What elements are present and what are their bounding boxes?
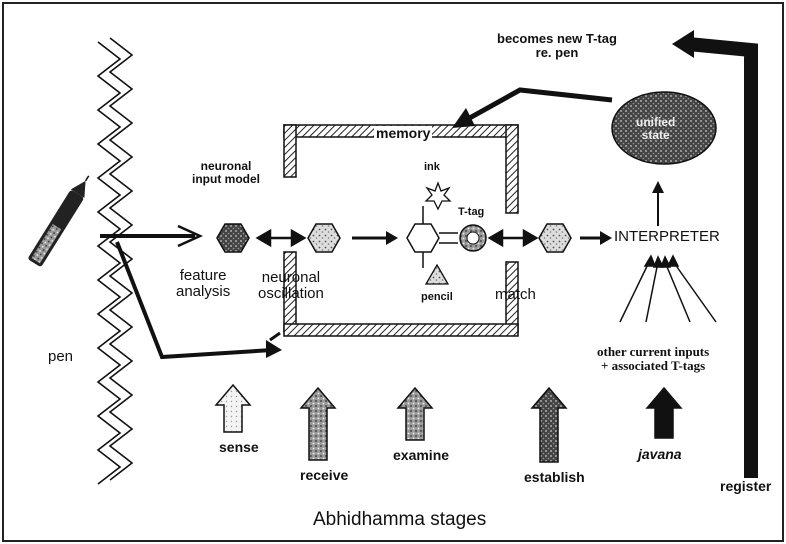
arrow-to-interpreter (580, 231, 612, 245)
stage-label-establish: establish (524, 470, 585, 485)
pen-icon (27, 172, 95, 268)
stage-arrow-establish (532, 388, 566, 462)
memory-item-cluster (407, 206, 458, 268)
pencil-triangle-icon (426, 265, 448, 284)
feature-analysis-hexagon (217, 224, 249, 252)
stage-label-register: register (720, 479, 771, 494)
label-memory: memory (374, 126, 432, 141)
label-t-tag: T-tag (458, 207, 484, 219)
input-arrow (100, 226, 200, 246)
match-hexagon (539, 224, 571, 252)
label-unified-state: unified state (636, 116, 675, 141)
sensory-boundary-zigzag (98, 38, 132, 484)
stage-label-examine: examine (393, 448, 449, 463)
label-other-inputs: other current inputs + associated T-tags (597, 345, 709, 372)
label-interpreter: INTERPRETER (614, 229, 720, 245)
arrow-to-memory-item (352, 231, 398, 245)
stage-label-javana: javana (638, 447, 682, 462)
label-match: match (495, 287, 536, 303)
label-feature-analysis: feature analysis (176, 268, 230, 300)
stage-arrow-sense (216, 385, 250, 432)
interpreter-up-arrow (652, 181, 664, 226)
ink-star-icon (426, 183, 450, 209)
label-pencil: pencil (421, 292, 453, 304)
label-pen: pen (48, 349, 73, 365)
stage-arrow-examine (398, 388, 432, 440)
stage-label-receive: receive (300, 468, 348, 483)
double-arrow-match (490, 231, 536, 245)
label-neuronal-input-model: neuronal input model (192, 160, 260, 185)
double-arrow-1 (258, 231, 304, 245)
other-inputs-lines (620, 256, 716, 322)
stage-arrow-javana (647, 388, 681, 438)
stage-arrow-receive (301, 388, 335, 460)
label-ink: ink (424, 162, 440, 174)
label-neuronal-oscillation: neuronal oscillation (258, 270, 324, 302)
t-tag-circle-icon (460, 225, 486, 251)
oscillation-hexagon (308, 224, 340, 252)
diagram-title: Abhidhamma stages (313, 510, 486, 530)
label-becomes-new-t-tag: becomes new T-tag re. pen (497, 32, 617, 59)
stage-label-sense: sense (219, 440, 259, 455)
feedback-arrow (452, 90, 612, 128)
